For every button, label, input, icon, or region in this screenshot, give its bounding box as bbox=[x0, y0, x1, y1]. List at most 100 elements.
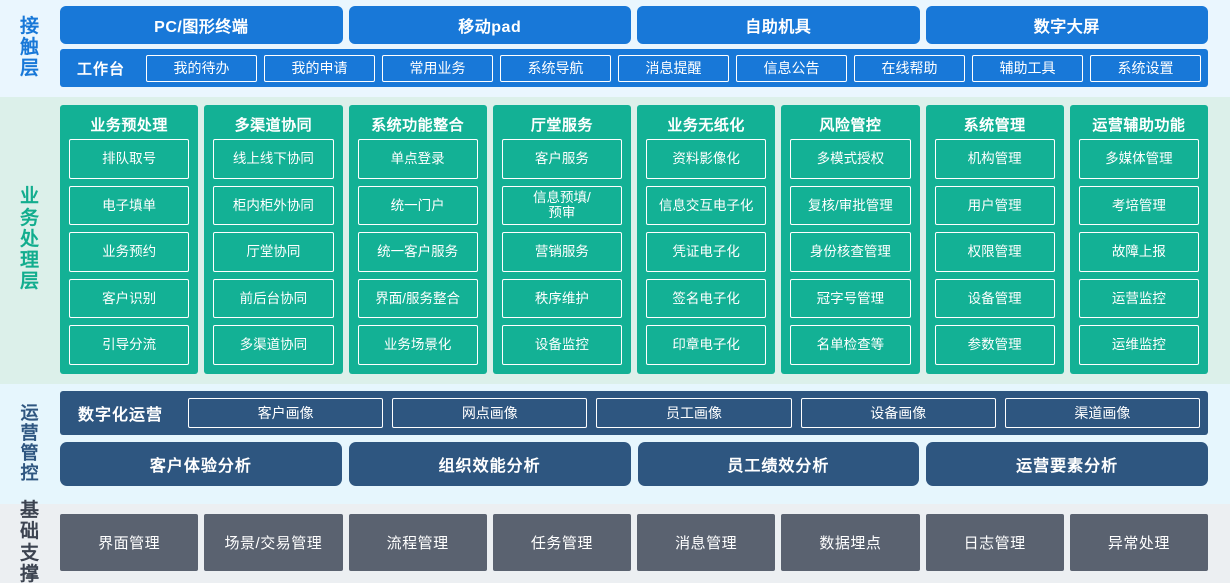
business-layer-band: 业务处理层 业务预处理 排队取号 电子填单 业务预约 客户识别 引导分流 多渠道… bbox=[0, 97, 1230, 384]
business-item-unified-customer-service[interactable]: 统一客户服务 bbox=[357, 232, 478, 272]
digital-operation-title: 数字化运营 bbox=[78, 407, 164, 424]
business-column-title: 业务预处理 bbox=[90, 117, 168, 134]
portrait-item-customer[interactable]: 客户画像 bbox=[188, 398, 384, 428]
analysis-item-operation-factor[interactable]: 运营要素分析 bbox=[926, 442, 1208, 486]
foundation-item-log-management[interactable]: 日志管理 bbox=[925, 514, 1064, 571]
foundation-layer-band: 基础支撑 界面管理 场景/交易管理 流程管理 任务管理 消息管理 数据埋点 日志… bbox=[0, 500, 1230, 583]
business-item-maintenance-monitoring[interactable]: 运维监控 bbox=[1078, 325, 1199, 365]
business-item-seal-digitization[interactable]: 印章电子化 bbox=[646, 325, 767, 365]
foundation-item-task-management[interactable]: 任务管理 bbox=[492, 514, 631, 571]
workbench-item-online-help[interactable]: 在线帮助 bbox=[854, 54, 966, 82]
business-item-front-back-office-collaboration[interactable]: 前后台协同 bbox=[213, 278, 334, 319]
business-item-information-prefill-pre-review[interactable]: 信息预填/ 预审 bbox=[501, 185, 622, 226]
business-item-material-imaging[interactable]: 资料影像化 bbox=[646, 139, 767, 179]
operations-layer-label: 运营管控 bbox=[0, 391, 60, 495]
business-item-multimedia-management[interactable]: 多媒体管理 bbox=[1078, 139, 1199, 179]
workbench-item-auxiliary-tools[interactable]: 辅助工具 bbox=[972, 54, 1084, 82]
business-layer-label: 业务处理层 bbox=[0, 105, 60, 374]
analysis-item-customer-experience[interactable]: 客户体验分析 bbox=[60, 442, 342, 486]
business-column-paperless: 业务无纸化 资料影像化 信息交互电子化 凭证电子化 签名电子化 印章电子化 bbox=[637, 105, 776, 374]
foundation-layer-label-text: 基础支撑 bbox=[19, 499, 40, 583]
foundation-item-data-tracking[interactable]: 数据埋点 bbox=[781, 514, 920, 571]
business-column-risk-control: 风险管控 多模式授权 复核/审批管理 身份核查管理 冠字号管理 名单检查等 bbox=[781, 105, 920, 374]
foundation-item-exception-handling[interactable]: 异常处理 bbox=[1069, 514, 1208, 571]
business-column-title: 系统功能整合 bbox=[371, 117, 465, 134]
business-item-equipment-monitoring[interactable]: 设备监控 bbox=[501, 325, 622, 365]
foundation-item-process-management[interactable]: 流程管理 bbox=[348, 514, 487, 571]
business-layer-label-text: 业务处理层 bbox=[19, 186, 40, 293]
business-column-title: 系统管理 bbox=[963, 117, 1026, 134]
portrait-item-device[interactable]: 设备画像 bbox=[800, 398, 996, 428]
business-item-review-approval-management[interactable]: 复核/审批管理 bbox=[790, 185, 911, 226]
business-item-customer-service[interactable]: 客户服务 bbox=[501, 139, 622, 179]
business-column-operation-auxiliary: 运营辅助功能 多媒体管理 考培管理 故障上报 运营监控 运维监控 bbox=[1069, 105, 1208, 374]
foundation-item-scenario-transaction-management[interactable]: 场景/交易管理 bbox=[204, 514, 343, 571]
business-item-list-check[interactable]: 名单检查等 bbox=[790, 325, 911, 365]
business-item-information-exchange-digitization[interactable]: 信息交互电子化 bbox=[646, 185, 767, 226]
business-item-marketing-service[interactable]: 营销服务 bbox=[501, 232, 622, 272]
business-item-counter-inside-outside-collaboration[interactable]: 柜内柜外协同 bbox=[213, 185, 334, 226]
portrait-item-branch[interactable]: 网点画像 bbox=[392, 398, 588, 428]
business-item-serial-number-management[interactable]: 冠字号管理 bbox=[790, 278, 911, 319]
channel-box-mobile-pad[interactable]: 移动pad bbox=[348, 6, 631, 44]
portrait-item-employee[interactable]: 员工画像 bbox=[596, 398, 792, 428]
analysis-item-organizational-effectiveness[interactable]: 组织效能分析 bbox=[348, 442, 631, 486]
foundation-item-message-management[interactable]: 消息管理 bbox=[637, 514, 776, 571]
workbench-item-information-bulletin[interactable]: 信息公告 bbox=[736, 54, 848, 82]
business-column-title: 风险管控 bbox=[819, 117, 882, 134]
business-item-interface-service-integration[interactable]: 界面/服务整合 bbox=[357, 278, 478, 319]
business-item-fault-reporting[interactable]: 故障上报 bbox=[1078, 232, 1199, 272]
workbench-item-system-navigation[interactable]: 系统导航 bbox=[500, 54, 612, 82]
business-item-customer-identification[interactable]: 客户识别 bbox=[69, 278, 190, 319]
business-item-user-management[interactable]: 用户管理 bbox=[934, 185, 1055, 226]
channel-row: PC/图形终端 移动pad 自助机具 数字大屏 bbox=[60, 6, 1208, 44]
business-item-single-sign-on[interactable]: 单点登录 bbox=[357, 139, 478, 179]
business-item-multi-mode-authorization[interactable]: 多模式授权 bbox=[790, 139, 911, 179]
portrait-item-channel[interactable]: 渠道画像 bbox=[1004, 398, 1201, 428]
analysis-row: 客户体验分析 组织效能分析 员工绩效分析 运营要素分析 bbox=[60, 442, 1208, 486]
business-item-online-offline-collaboration[interactable]: 线上线下协同 bbox=[213, 139, 334, 179]
business-item-parameter-management[interactable]: 参数管理 bbox=[934, 325, 1055, 365]
contact-layer-band: 接触层 PC/图形终端 移动pad 自助机具 数字大屏 工作台 我的待办 我的申… bbox=[0, 0, 1230, 97]
business-columns: 业务预处理 排队取号 电子填单 业务预约 客户识别 引导分流 多渠道协同 线上线… bbox=[60, 105, 1208, 374]
business-item-business-reservation[interactable]: 业务预约 bbox=[69, 232, 190, 272]
business-item-lobby-collaboration[interactable]: 厅堂协同 bbox=[213, 232, 334, 272]
business-item-unified-portal[interactable]: 统一门户 bbox=[357, 185, 478, 226]
business-item-device-management[interactable]: 设备管理 bbox=[934, 278, 1055, 319]
business-item-training-management[interactable]: 考培管理 bbox=[1078, 185, 1199, 226]
business-item-order-maintenance[interactable]: 秩序维护 bbox=[501, 278, 622, 319]
business-item-multi-channel-collaboration[interactable]: 多渠道协同 bbox=[213, 325, 334, 365]
business-column-items: 多模式授权 复核/审批管理 身份核查管理 冠字号管理 名单检查等 bbox=[790, 139, 911, 365]
workbench-item-my-application[interactable]: 我的申请 bbox=[264, 54, 376, 82]
business-item-queue-number[interactable]: 排队取号 bbox=[69, 139, 190, 179]
contact-layer-body: PC/图形终端 移动pad 自助机具 数字大屏 工作台 我的待办 我的申请 常用… bbox=[60, 6, 1230, 89]
operations-layer-band: 运营管控 数字化运营 客户画像 网点画像 员工画像 设备画像 渠道画像 客户体验… bbox=[0, 384, 1230, 504]
business-column-items: 多媒体管理 考培管理 故障上报 运营监控 运维监控 bbox=[1078, 139, 1199, 365]
channel-box-digital-screen[interactable]: 数字大屏 bbox=[925, 6, 1208, 44]
business-item-organization-management[interactable]: 机构管理 bbox=[934, 139, 1055, 179]
channel-box-pc[interactable]: PC/图形终端 bbox=[60, 6, 343, 44]
business-item-identity-verification-management[interactable]: 身份核查管理 bbox=[790, 232, 911, 272]
business-column-multi-channel: 多渠道协同 线上线下协同 柜内柜外协同 厅堂协同 前后台协同 多渠道协同 bbox=[204, 105, 343, 374]
business-item-signature-digitization[interactable]: 签名电子化 bbox=[646, 278, 767, 319]
workbench-item-system-settings[interactable]: 系统设置 bbox=[1090, 54, 1202, 82]
business-item-voucher-digitization[interactable]: 凭证电子化 bbox=[646, 232, 767, 272]
channel-box-self-service[interactable]: 自助机具 bbox=[637, 6, 920, 44]
foundation-item-interface-management[interactable]: 界面管理 bbox=[60, 514, 199, 571]
analysis-item-employee-performance[interactable]: 员工绩效分析 bbox=[637, 442, 920, 486]
business-item-guidance-diversion[interactable]: 引导分流 bbox=[69, 325, 190, 365]
business-column-title: 多渠道协同 bbox=[234, 117, 313, 134]
business-column-title: 运营辅助功能 bbox=[1092, 117, 1186, 134]
business-item-permission-management[interactable]: 权限管理 bbox=[934, 232, 1055, 272]
business-column-lobby-service: 厅堂服务 客户服务 信息预填/ 预审 营销服务 秩序维护 设备监控 bbox=[492, 105, 631, 374]
business-item-electronic-form[interactable]: 电子填单 bbox=[69, 185, 190, 226]
workbench-item-my-todo[interactable]: 我的待办 bbox=[146, 54, 258, 82]
workbench-item-common-business[interactable]: 常用业务 bbox=[382, 54, 494, 82]
business-column-title: 厅堂服务 bbox=[530, 117, 593, 134]
business-item-operation-monitoring[interactable]: 运营监控 bbox=[1078, 278, 1199, 319]
workbench-item-message-reminder[interactable]: 消息提醒 bbox=[618, 54, 730, 82]
business-item-business-scenario[interactable]: 业务场景化 bbox=[357, 325, 478, 365]
business-column-title: 业务无纸化 bbox=[667, 117, 745, 134]
contact-layer-label-text: 接触层 bbox=[19, 15, 40, 80]
business-layer-body: 业务预处理 排队取号 电子填单 业务预约 客户识别 引导分流 多渠道协同 线上线… bbox=[60, 105, 1230, 374]
